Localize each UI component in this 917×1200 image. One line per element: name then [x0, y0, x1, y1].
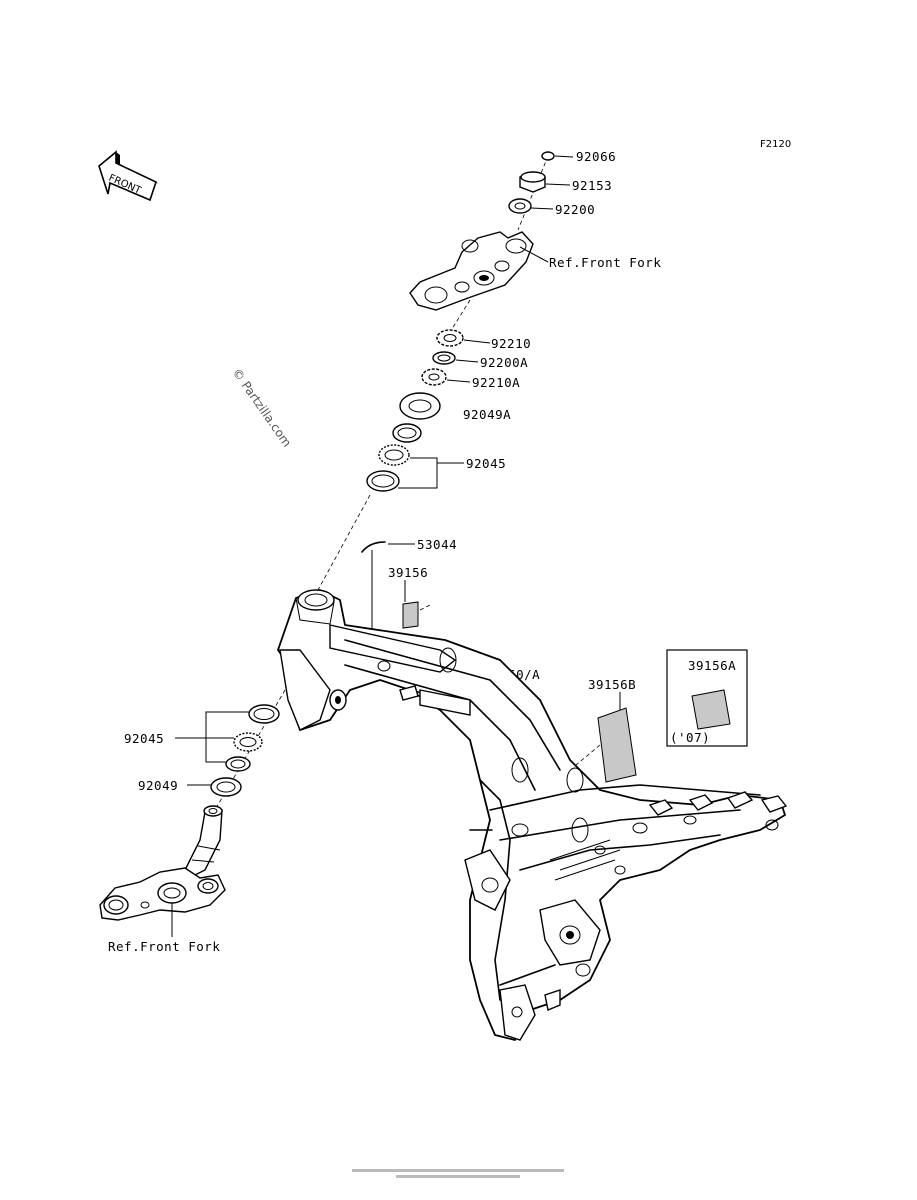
- label-39156: 39156: [388, 565, 428, 580]
- part-39156-decal[interactable]: [402, 601, 419, 629]
- axis-line-top: [517, 155, 549, 231]
- label-92210: 92210: [491, 336, 531, 351]
- label-53044: 53044: [417, 537, 457, 552]
- part-39156B-decal[interactable]: [597, 707, 637, 783]
- part-92045-bearing-top-1[interactable]: [392, 423, 422, 443]
- part-92045-bearing-bottom-3[interactable]: [225, 756, 251, 772]
- part-92210A-nut[interactable]: [421, 368, 447, 386]
- part-92045-bearing-top-3[interactable]: [366, 470, 400, 492]
- label-92066: 92066: [576, 149, 616, 164]
- label-92049A: 92049A: [463, 407, 511, 422]
- part-92045-bearing-top-2[interactable]: [378, 444, 410, 466]
- front-arrow-icon: FRONT: [98, 150, 159, 202]
- label-92210A: 92210A: [472, 375, 520, 390]
- label-ref-front-fork-bottom: Ref.Front Fork: [108, 939, 220, 954]
- label-year-07: ('07): [670, 730, 710, 745]
- part-92200-washer[interactable]: [508, 198, 532, 214]
- part-92049A-seal[interactable]: [399, 392, 441, 420]
- label-92045-top: 92045: [466, 456, 506, 471]
- label-92200: 92200: [555, 202, 595, 217]
- label-92049: 92049: [138, 778, 178, 793]
- part-92210-nut[interactable]: [436, 329, 464, 347]
- part-92045-bearing-bottom-2[interactable]: [233, 732, 263, 752]
- footer-fine-print: [352, 1169, 564, 1178]
- axis-line-low: [317, 494, 371, 591]
- label-92200A: 92200A: [480, 355, 528, 370]
- figure-code: F2120: [760, 139, 791, 150]
- upper-triple-clamp[interactable]: [409, 231, 534, 311]
- part-92049-seal[interactable]: [210, 777, 242, 797]
- part-92153-nut[interactable]: [519, 171, 546, 193]
- part-92066-cap[interactable]: [541, 151, 555, 161]
- watermark: © Partzilla.com: [230, 366, 295, 450]
- label-92045-bottom: 92045: [124, 731, 164, 746]
- label-39156B: 39156B: [588, 677, 636, 692]
- callout-box-39156A: [666, 649, 748, 747]
- label-39156A: 39156A: [688, 658, 736, 673]
- part-92045-bearing-bottom-1[interactable]: [248, 704, 280, 724]
- part-92200A-washer[interactable]: [432, 351, 456, 365]
- label-92153: 92153: [572, 178, 612, 193]
- part-39156A-decal[interactable]: [691, 689, 731, 730]
- label-ref-front-fork-top: Ref.Front Fork: [549, 255, 661, 270]
- lower-triple-clamp-stem[interactable]: [99, 805, 226, 921]
- part-32160A-frame[interactable]: [277, 589, 788, 1041]
- part-53044-clamp[interactable]: [361, 541, 386, 553]
